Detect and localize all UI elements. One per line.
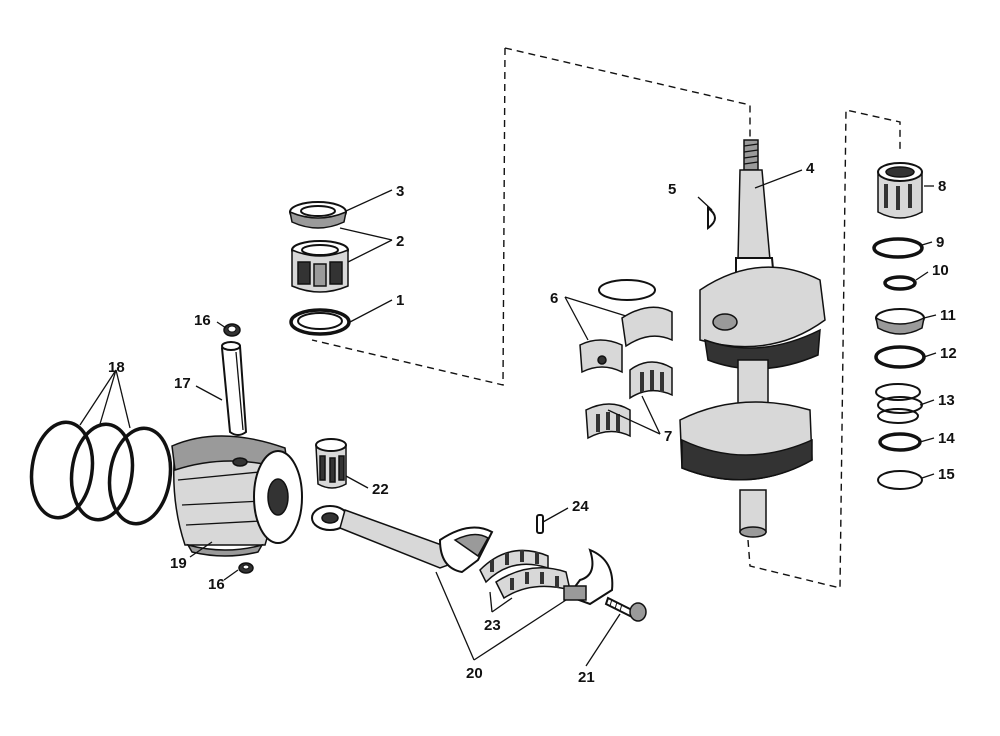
callout-21: 21 xyxy=(578,669,595,686)
callout-12: 12 xyxy=(940,345,957,362)
callout-6: 6 xyxy=(550,290,558,307)
callout-4: 4 xyxy=(806,160,815,177)
part-18-piston-rings xyxy=(29,420,173,526)
callout-9: 9 xyxy=(936,234,944,251)
part-24-dowel xyxy=(536,514,544,534)
part-23-bearing-halves xyxy=(479,549,571,600)
callout-22: 22 xyxy=(372,481,389,498)
part-16-retainer-lower xyxy=(238,562,254,574)
part-7-needle-bearings xyxy=(585,361,673,440)
part-1-ring xyxy=(289,308,351,336)
part-17-piston-pin xyxy=(220,341,248,436)
part-6-bearing-halves xyxy=(579,279,673,374)
part-19-piston xyxy=(171,435,303,557)
part-22-needle-bearing xyxy=(315,438,347,489)
callout-5: 5 xyxy=(668,181,676,198)
leader-lines xyxy=(79,169,937,667)
part-10-seal xyxy=(883,275,917,291)
callout-3: 3 xyxy=(396,183,404,200)
part-20-rod-cap xyxy=(563,548,614,606)
assembly-guide-lines xyxy=(311,47,901,589)
callout-2: 2 xyxy=(396,233,404,250)
callout-labels: 3 2 1 4 5 6 7 8 9 10 11 12 13 14 15 16 1… xyxy=(108,160,957,686)
callout-11: 11 xyxy=(940,307,956,324)
part-16-retainer-upper xyxy=(223,323,241,337)
callout-16-upper: 16 xyxy=(194,312,211,329)
callout-19: 19 xyxy=(170,555,187,572)
callout-20: 20 xyxy=(466,665,483,682)
part-4-crankshaft xyxy=(679,139,826,538)
part-3-seal xyxy=(288,201,348,229)
part-11-seal xyxy=(874,308,926,335)
callout-7: 7 xyxy=(664,428,672,445)
part-20-connecting-rod xyxy=(311,505,494,574)
callout-10: 10 xyxy=(932,262,949,279)
part-9-ring xyxy=(872,237,924,259)
part-5-key xyxy=(707,206,716,230)
part-15-snap-ring xyxy=(877,470,923,490)
callout-14: 14 xyxy=(938,430,955,447)
callout-24: 24 xyxy=(572,498,589,515)
callout-13: 13 xyxy=(938,392,955,409)
part-14-ring xyxy=(878,432,922,452)
callout-23: 23 xyxy=(484,617,501,634)
callout-8: 8 xyxy=(938,178,946,195)
part-21-bolt xyxy=(604,596,647,622)
callout-18: 18 xyxy=(108,359,125,376)
callout-1: 1 xyxy=(396,292,404,309)
part-13-spring xyxy=(875,383,923,424)
callout-17: 17 xyxy=(174,375,191,392)
part-8-roller-bearing xyxy=(877,162,923,219)
part-2-bearing xyxy=(291,240,349,293)
callout-15: 15 xyxy=(938,466,955,483)
callout-16-lower: 16 xyxy=(208,576,225,593)
part-12-washer xyxy=(874,345,926,369)
